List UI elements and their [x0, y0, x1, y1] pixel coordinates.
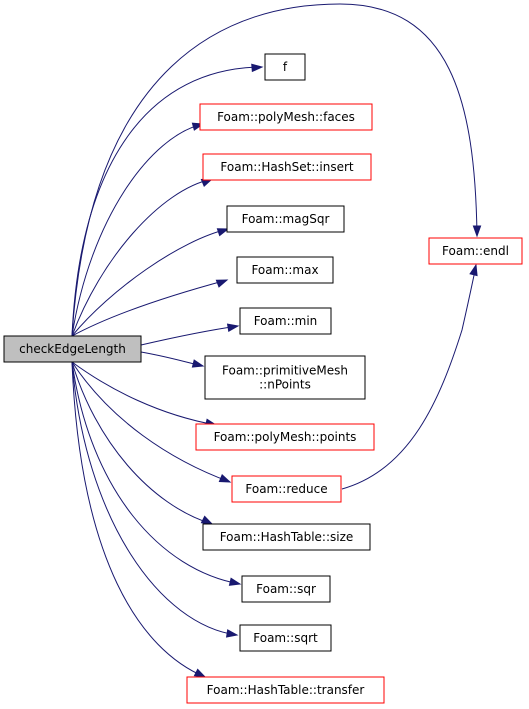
- edge-line: [140, 325, 239, 346]
- node-endl[interactable]: Foam::endl: [428, 237, 523, 265]
- node-faces[interactable]: Foam::polyMesh::faces: [199, 103, 373, 131]
- edge-arrowhead: [228, 577, 242, 586]
- edge-arrowhead: [218, 473, 232, 483]
- node-label: Foam::polyMesh::points: [214, 430, 357, 444]
- node-label: Foam::max: [251, 263, 318, 277]
- node-box: [239, 307, 332, 335]
- node-insert[interactable]: Foam::HashSet::insert: [202, 153, 372, 181]
- node-label: Foam::sqr: [256, 582, 316, 596]
- edge-arrowhead: [200, 515, 214, 525]
- node-magSqr[interactable]: Foam::magSqr: [226, 205, 345, 233]
- node-box: [199, 103, 373, 131]
- edge-line: [341, 265, 477, 490]
- edge-root-to-nPoints: [140, 351, 205, 368]
- edge-line: [71, 361, 206, 678]
- edge-line: [71, 361, 241, 585]
- node-label: Foam::primitiveMesh: [222, 364, 348, 378]
- edge-root-to-faces: [71, 122, 205, 337]
- node-sqr[interactable]: Foam::sqr: [241, 575, 331, 603]
- node-box: [241, 575, 331, 603]
- node-size[interactable]: Foam::HashTable::size: [202, 523, 371, 551]
- edge-root-to-transfer: [71, 361, 207, 678]
- node-box: [202, 153, 372, 181]
- node-min[interactable]: Foam::min: [239, 307, 332, 335]
- node-label: Foam::reduce: [245, 482, 327, 496]
- node-points[interactable]: Foam::polyMesh::points: [195, 423, 375, 451]
- edge-arrowhead: [225, 629, 239, 638]
- edge-line: [71, 279, 228, 337]
- nodes-layer: checkEdgeLength fFoam::polyMesh::facesFo…: [3, 53, 523, 704]
- edge-line: [71, 361, 238, 636]
- node-label: Foam::magSqr: [242, 212, 330, 226]
- node-nPoints[interactable]: Foam::primitiveMesh::nPoints: [204, 355, 366, 400]
- node-box: [239, 624, 332, 652]
- node-f[interactable]: f: [264, 53, 306, 81]
- edge-root-to-sqrt: [71, 361, 239, 638]
- edge-root-to-points: [71, 361, 218, 427]
- node-box: [226, 205, 345, 233]
- root-label: checkEdgeLength: [19, 342, 126, 356]
- node-label: f: [283, 60, 288, 74]
- edge-root-to-magSqr: [71, 228, 230, 337]
- edge-arrowhead: [469, 263, 478, 277]
- edge-line: [71, 178, 213, 337]
- edge-arrowhead: [193, 668, 207, 678]
- edge-root-to-f: [71, 63, 264, 337]
- edges-layer: [71, 3, 482, 678]
- node-label: Foam::HashTable::size: [220, 530, 354, 544]
- edge-arrowhead: [226, 323, 240, 332]
- edge-root-to-insert: [71, 178, 214, 337]
- root-node[interactable]: checkEdgeLength: [3, 335, 142, 363]
- edge-root-to-min: [140, 323, 240, 346]
- edge-line: [71, 66, 263, 337]
- node-label: Foam::endl: [442, 244, 509, 258]
- edge-line: [71, 123, 204, 337]
- node-box: [195, 423, 375, 451]
- edge-root-to-endl: [71, 3, 482, 337]
- node-label: ::nPoints: [259, 378, 311, 392]
- edge-arrowhead: [251, 63, 264, 73]
- node-label: Foam::sqrt: [253, 631, 318, 645]
- node-max[interactable]: Foam::max: [236, 256, 334, 284]
- node-box: [231, 475, 342, 503]
- edge-reduce-to-endl: [341, 263, 478, 490]
- node-label: Foam::HashSet::insert: [220, 160, 353, 174]
- edge-arrowhead: [215, 279, 229, 288]
- node-sqrt[interactable]: Foam::sqrt: [239, 624, 332, 652]
- node-box: [204, 355, 366, 400]
- edge-line: [71, 361, 231, 483]
- edge-root-to-size: [71, 361, 214, 525]
- edge-arrowhead: [191, 359, 205, 368]
- node-box: [428, 237, 523, 265]
- edge-line: [71, 228, 229, 337]
- node-box: [264, 53, 306, 81]
- node-label: Foam::min: [254, 314, 318, 328]
- edge-root-to-sqr: [71, 361, 242, 586]
- node-transfer[interactable]: Foam::HashTable::transfer: [186, 676, 385, 704]
- node-label: Foam::polyMesh::faces: [217, 110, 355, 124]
- node-box: [186, 676, 385, 704]
- edge-line: [71, 361, 217, 426]
- node-box: [202, 523, 371, 551]
- edge-arrowhead: [472, 225, 482, 238]
- node-reduce[interactable]: Foam::reduce: [231, 475, 342, 503]
- edge-arrowhead: [216, 228, 230, 237]
- node-box: [236, 256, 334, 284]
- edge-root-to-max: [71, 279, 229, 337]
- node-label: Foam::HashTable::transfer: [207, 683, 365, 697]
- edge-root-to-reduce: [71, 361, 232, 483]
- edge-line: [71, 361, 213, 525]
- edge-line: [71, 3, 478, 337]
